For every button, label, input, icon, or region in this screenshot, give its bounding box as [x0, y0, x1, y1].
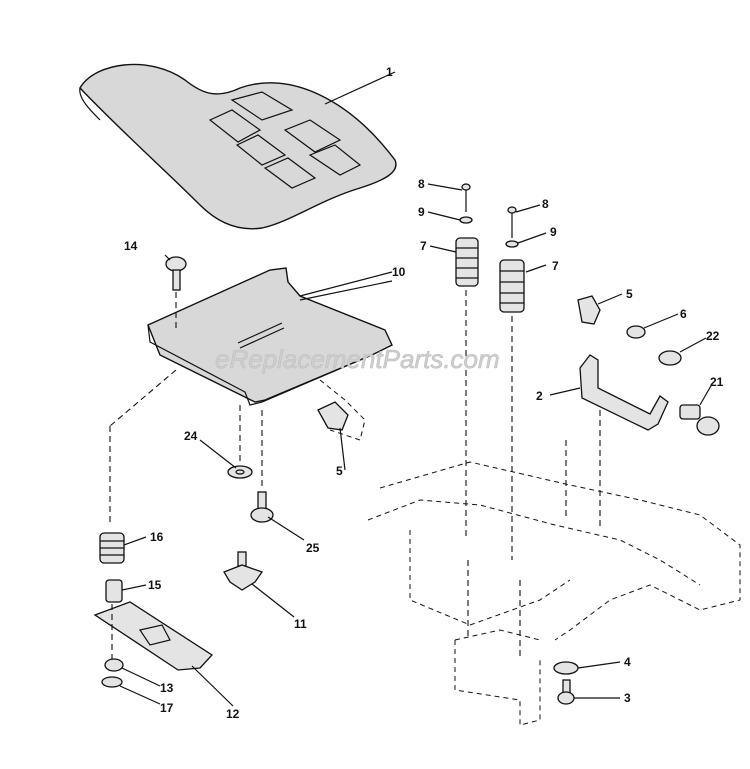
callout-16: 16 [150, 530, 164, 544]
callout-8-right: 8 [542, 197, 549, 211]
pivot-bracket-part [579, 354, 669, 431]
seat-part [79, 63, 397, 230]
frame-washer-part [553, 661, 579, 675]
callout-6: 6 [680, 307, 687, 321]
callout-9-right: 9 [550, 225, 557, 239]
spring-right-part [499, 206, 525, 560]
callout-11: 11 [294, 617, 307, 631]
callout-25: 25 [306, 541, 320, 555]
callout-21: 21 [710, 375, 724, 389]
callout-4: 4 [624, 655, 631, 669]
callout-14: 14 [124, 239, 138, 253]
callout-1: 1 [386, 65, 393, 79]
callout-7-left: 7 [420, 239, 427, 253]
adjustment-knob-part [679, 404, 720, 436]
callout-3: 3 [624, 691, 631, 705]
callout-2: 2 [536, 389, 543, 403]
seat-pan-part [109, 267, 393, 524]
bushing-part [626, 325, 646, 339]
washer-part [227, 465, 253, 479]
tractor-frame [367, 410, 741, 726]
callout-7-right: 7 [552, 259, 559, 273]
nut-part [104, 658, 124, 672]
callout-13: 13 [160, 681, 174, 695]
callout-9-left: 9 [418, 205, 425, 219]
callout-5-right: 5 [626, 287, 633, 301]
callout-22: 22 [706, 329, 720, 343]
callout-8-left: 8 [418, 177, 425, 191]
spring-part [99, 532, 125, 564]
nut-right-part [658, 350, 682, 366]
watermark: eReplacementParts.com [215, 344, 500, 374]
callout-5-left: 5 [336, 464, 343, 478]
frame-screw-part [557, 679, 575, 705]
leader-lines [119, 183, 713, 707]
callout-15: 15 [148, 578, 162, 592]
callout-17: 17 [160, 701, 174, 715]
seat-latch-part [317, 379, 366, 441]
knob-part [223, 551, 264, 591]
bolt-part [165, 256, 187, 330]
screw-part [250, 491, 274, 523]
spacer-part [105, 579, 123, 603]
callouts: 1 2 3 4 5 5 6 7 7 8 8 9 9 10 11 12 13 14… [124, 65, 724, 721]
lock-washer-part [101, 676, 123, 688]
clip-part [577, 295, 601, 325]
plate-part [93, 601, 214, 671]
callout-24: 24 [184, 429, 198, 443]
callout-12: 12 [226, 707, 240, 721]
callout-10: 10 [392, 265, 406, 279]
